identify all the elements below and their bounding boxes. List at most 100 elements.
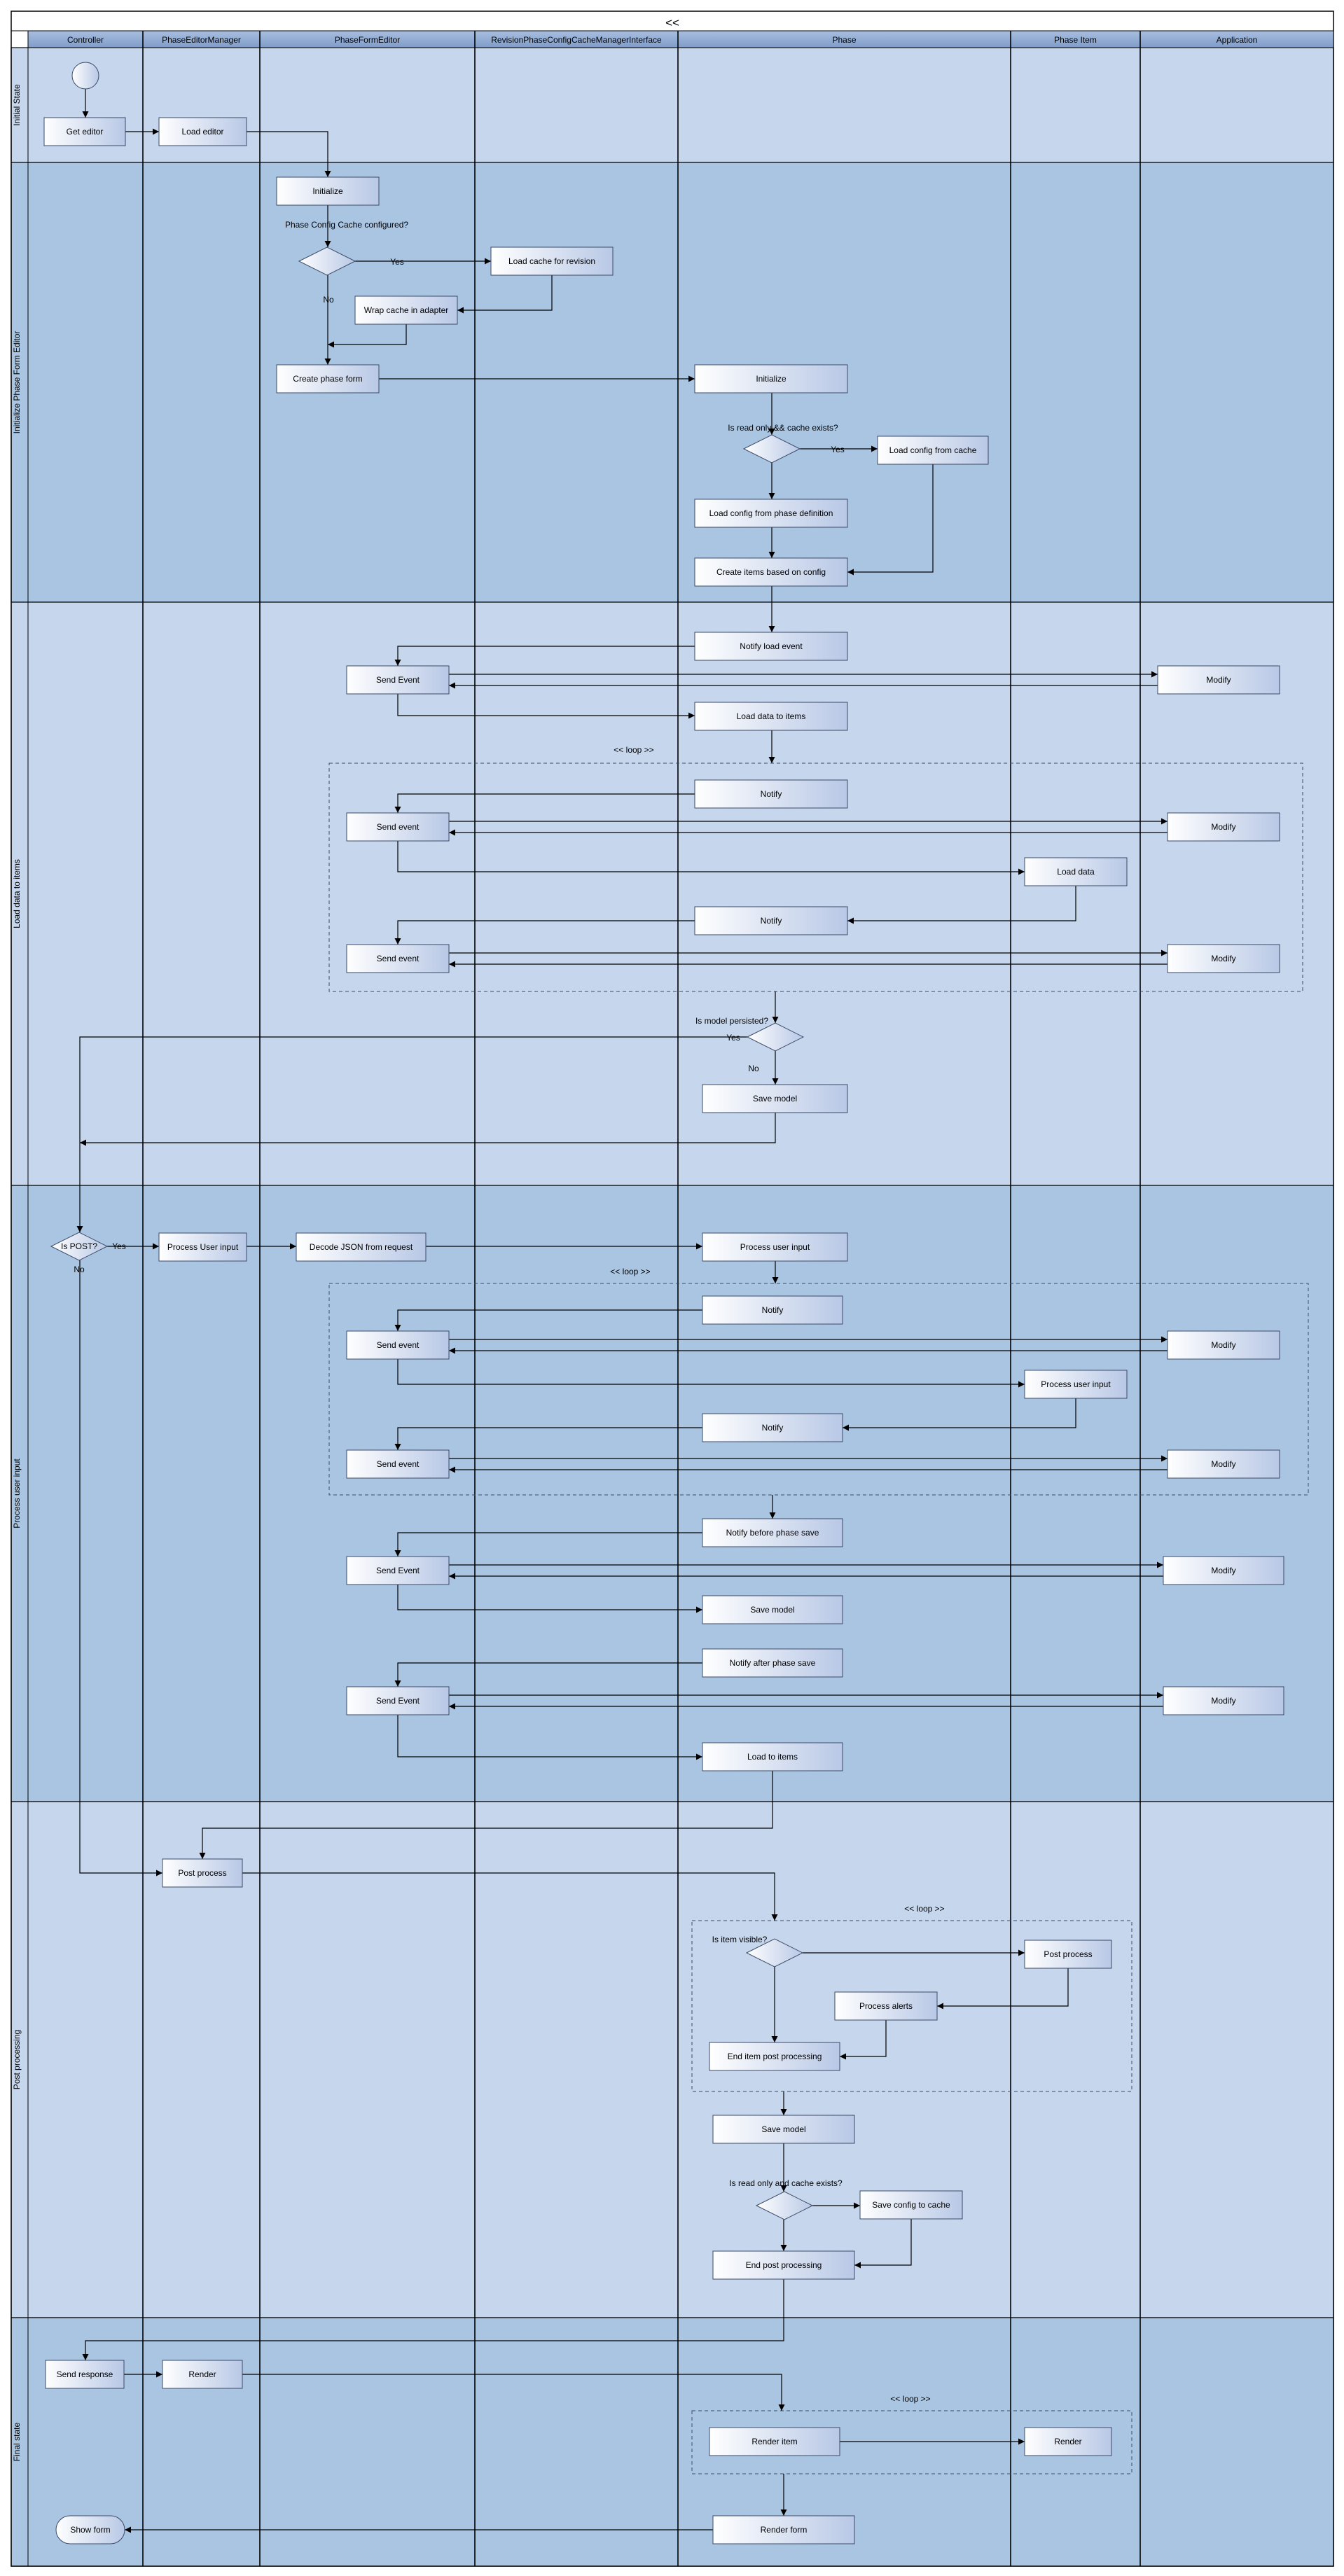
modify-1-node[interactable]: Modify (1157, 665, 1280, 695)
render-mgr-node[interactable]: Render (162, 2360, 243, 2389)
load-config-cache-node[interactable]: Load config from cache (877, 436, 989, 465)
edge-label: No (748, 1064, 759, 1073)
notify-after-save-node[interactable]: Notify after phase save (702, 1648, 843, 1678)
load-data-items-node[interactable]: Load data to items (694, 702, 848, 731)
node-label: Load cache for revision (508, 256, 595, 266)
notify-3-node[interactable]: Notify (702, 1295, 843, 1325)
process-user-input-phase-node[interactable]: Process user input (702, 1232, 848, 1262)
post-process-mgr-node[interactable]: Post process (162, 1858, 243, 1888)
edge-label: Yes (831, 445, 845, 454)
node-label: Get editor (67, 127, 104, 137)
edge (397, 694, 695, 719)
send-event-3-node[interactable]: Send event (346, 944, 450, 973)
send-event-1-node[interactable]: Send Event (346, 665, 450, 695)
diagram-frame (11, 11, 1334, 2567)
edge (397, 1715, 702, 1760)
modify-3-node[interactable]: Modify (1167, 944, 1280, 973)
load-cache-revision-node[interactable]: Load cache for revision (490, 246, 614, 276)
send-response-node[interactable]: Send response (45, 2360, 125, 2389)
decode-json-node[interactable]: Decode JSON from request (296, 1232, 427, 1262)
end-item-post-node[interactable]: End item post processing (709, 2042, 840, 2071)
show-form-node[interactable]: Show form (55, 2515, 125, 2544)
end-post-node[interactable]: End post processing (712, 2250, 855, 2280)
process-alerts-node[interactable]: Process alerts (834, 1991, 938, 2021)
send-event-5-node[interactable]: Send event (346, 1449, 450, 1479)
load-editor-node[interactable]: Load editor (158, 117, 247, 146)
post-process-item-node[interactable]: Post process (1024, 1940, 1112, 1969)
phase-initialize-node[interactable]: Initialize (694, 364, 848, 394)
edge (199, 1771, 773, 1859)
edge (80, 1113, 776, 1146)
lane-label: Process user input (12, 1458, 22, 1529)
send-event-6-node[interactable]: Send Event (346, 1556, 450, 1585)
node-label: Process alerts (859, 2001, 913, 2011)
save-model-2-node[interactable]: Save model (702, 1595, 843, 1624)
node-label: Render item (751, 2437, 797, 2446)
item-visible-decision[interactable] (745, 1938, 804, 1968)
node-label: Post process (178, 1868, 226, 1878)
render-item-node[interactable]: Render item (709, 2427, 840, 2456)
node-label: Modify (1211, 1566, 1235, 1575)
node-label: Send Event (376, 675, 420, 685)
is-post-decision[interactable] (50, 1232, 109, 1261)
notify-load-event-node[interactable]: Notify load event (694, 632, 848, 661)
notify-2-node[interactable]: Notify (694, 906, 848, 935)
load-data-node[interactable]: Load data (1024, 857, 1128, 886)
render-form-node[interactable]: Render form (712, 2515, 855, 2544)
node-label: End item post processing (728, 2052, 822, 2061)
pfe-initialize-node[interactable]: Initialize (276, 176, 380, 206)
node-label: Save model (750, 1605, 794, 1615)
edge-label: No (323, 295, 334, 305)
modify-5-node[interactable]: Modify (1167, 1449, 1280, 1479)
node-label: Create phase form (293, 374, 362, 384)
get-editor-node[interactable]: Get editor (43, 117, 126, 146)
notify-1-node[interactable]: Notify (694, 779, 848, 809)
send-event-4-node[interactable]: Send event (346, 1330, 450, 1360)
wrap-cache-node[interactable]: Wrap cache in adapter (354, 295, 458, 325)
decision-label: Is model persisted? (695, 1016, 768, 1026)
modify-7-node[interactable]: Modify (1163, 1686, 1284, 1715)
process-user-input-mgr-node[interactable]: Process User input (158, 1232, 247, 1262)
node-label: Send Event (376, 1696, 420, 1706)
edge (397, 841, 1025, 875)
node-label: Load config from phase definition (709, 508, 833, 518)
render-phase-item-node[interactable]: Render (1024, 2427, 1112, 2456)
save-config-cache-node[interactable]: Save config to cache (859, 2190, 963, 2220)
create-items-node[interactable]: Create items based on config (694, 557, 848, 587)
create-phase-form-node[interactable]: Create phase form (276, 364, 380, 394)
node-label: Save model (761, 2124, 805, 2134)
save-model-1-node[interactable]: Save model (702, 1084, 848, 1113)
send-event-2-node[interactable]: Send event (346, 812, 450, 842)
load-to-items-node[interactable]: Load to items (702, 1742, 843, 1771)
loop-frame (328, 763, 1303, 992)
node-label: Load to items (747, 1752, 798, 1762)
edge (397, 1585, 702, 1613)
cache-configured-decision[interactable] (298, 246, 356, 276)
node-label: Notify after phase save (730, 1658, 816, 1668)
send-event-7-node[interactable]: Send Event (346, 1686, 450, 1715)
modify-6-node[interactable]: Modify (1163, 1556, 1284, 1585)
readonly-cache-1-decision[interactable] (742, 434, 801, 464)
readonly-cache-2-decision[interactable] (755, 2191, 814, 2220)
edge (76, 1036, 747, 1232)
node-label: Wrap cache in adapter (364, 305, 449, 315)
notify-before-save-node[interactable]: Notify before phase save (702, 1518, 843, 1547)
node-label: Load data to items (737, 711, 806, 721)
model-persisted-decision[interactable] (746, 1022, 805, 1052)
edge (79, 1260, 162, 1877)
save-model-3-node[interactable]: Save model (712, 2115, 855, 2144)
modify-2-node[interactable]: Modify (1167, 812, 1280, 842)
process-user-input-item-node[interactable]: Process user input (1024, 1370, 1128, 1399)
edge (937, 1968, 1069, 2010)
lane-label: Initialize Phase Form Editor (12, 331, 22, 434)
load-config-def-node[interactable]: Load config from phase definition (694, 499, 848, 528)
edge (840, 2020, 887, 2060)
node-label: Save model (753, 1094, 797, 1103)
column-header: Phase Item (1054, 35, 1097, 45)
edge (843, 1398, 1076, 1431)
node-label: Save config to cache (872, 2200, 950, 2210)
notify-4-node[interactable]: Notify (702, 1413, 843, 1442)
modify-4-node[interactable]: Modify (1167, 1330, 1280, 1360)
lane-label: Load data to items (12, 859, 22, 928)
